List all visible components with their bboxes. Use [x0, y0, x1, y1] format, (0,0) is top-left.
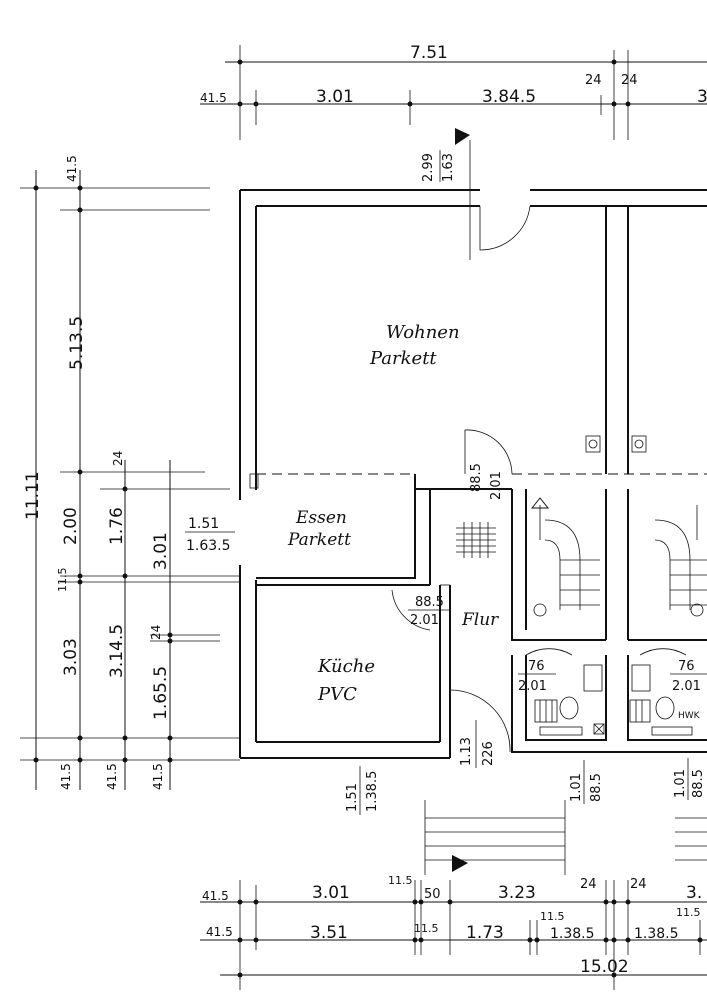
row2-seg3: 1.38.5	[550, 926, 595, 942]
dim-left-bottom-wall-b: 41.5	[105, 763, 119, 790]
essen-win-a: 1.51	[188, 516, 219, 532]
dim-top-w24b: 24	[621, 73, 638, 88]
door-bath2-b: 2.01	[672, 679, 701, 694]
left-dimensions: 11.11 41.5 5.13.5 2.00 1.76 24 3.01 11.5…	[20, 155, 240, 790]
opening-dimensions: 2.99 1.63 1.51 1.63.5 88.5 2.01 88.5 2.0…	[185, 150, 707, 815]
room-essen-floor: Parkett	[287, 530, 351, 550]
row2-w2: 11.5	[540, 910, 565, 923]
row1-seg1: 3.01	[312, 883, 350, 903]
front-steps	[424, 800, 707, 875]
row1-seg2: 3.23	[498, 883, 536, 903]
dim-left-mid-wall: 11.5	[56, 568, 69, 593]
dim-left-total: 11.11	[23, 471, 43, 520]
door-front-b: 226	[481, 741, 496, 766]
dim-left-top-wall: 41.5	[65, 155, 79, 182]
bottom-dimensions: 41.5 3.01 11.5 50 3.23 24 24 3. 41.5 3.5…	[200, 874, 707, 990]
bottom-total: 15.02	[580, 957, 629, 977]
door-wohnen-b: 2.01	[489, 471, 504, 500]
fixtures: HWK	[249, 435, 707, 875]
row2-seg4: 1.38.5	[634, 926, 679, 942]
door-flur-a: 88.5	[415, 595, 444, 610]
dim-left-kueche-h2: 3.14.5	[107, 624, 127, 678]
room-labels: Wohnen Parkett Essen Parkett Küche PVC F…	[287, 322, 499, 705]
dim-left-bottom-wall-a: 41.5	[59, 763, 73, 790]
entry-arrow-icon	[455, 128, 470, 145]
kueche-win-b: 1.38.5	[365, 771, 380, 812]
essen-win-b: 1.63.5	[186, 538, 231, 554]
row1-24a: 24	[580, 877, 597, 892]
room-flur: Flur	[461, 610, 499, 630]
room-wohnen-floor: Parkett	[369, 348, 437, 369]
bottom-entry-arrow-icon	[452, 855, 468, 872]
row1-cut: 3.	[686, 883, 702, 903]
row1-50: 50	[424, 887, 441, 902]
toilet-icon	[559, 696, 579, 720]
bath-win-a: 1.01	[569, 773, 584, 802]
door-front-a: 1.13	[459, 737, 474, 766]
dim-top-left-wall: 41.5	[200, 91, 227, 105]
door-flur-b: 2.01	[410, 613, 439, 628]
flur-tile-grid	[456, 522, 496, 558]
doors	[391, 128, 687, 872]
room-wohnen: Wohnen	[386, 322, 460, 343]
hwk-label: HWK	[678, 711, 701, 721]
stair-newel-icon	[533, 603, 547, 617]
row2-w: 11.5	[414, 922, 439, 935]
walls	[239, 189, 707, 759]
bath-win2-b: 88.5	[691, 769, 706, 798]
entry-dim-b: 1.63	[441, 153, 456, 182]
dim-left-kueche-h: 3.03	[61, 638, 81, 676]
row1-w: 11.5	[388, 874, 413, 887]
door-bath2-a: 76	[678, 659, 695, 674]
door-bath-a: 76	[528, 659, 545, 674]
dim-left-essen-h: 2.00	[61, 507, 81, 545]
row2-seg2: 1.73	[466, 923, 504, 943]
dim-left-essen-total: 3.01	[151, 532, 171, 570]
entry-dim-a: 2.99	[421, 153, 436, 182]
dim-top-w24a: 24	[585, 73, 602, 88]
dim-left-bottom-wall-c: 41.5	[151, 763, 165, 790]
row1-wall: 41.5	[202, 889, 229, 903]
kueche-win-a: 1.51	[345, 783, 360, 812]
top-dimensions: 7.51 41.5 3.01 3.84.5 24 24 3	[200, 43, 707, 140]
bath-win-b: 88.5	[589, 773, 604, 802]
row2-wall: 41.5	[206, 925, 233, 939]
row2-w3: 11.5	[676, 906, 701, 919]
dim-left-w24b: 24	[149, 625, 163, 640]
stairs-left	[530, 497, 600, 617]
dim-top-seg2: 3.84.5	[482, 87, 536, 107]
room-essen: Essen	[295, 508, 347, 528]
dim-left-wohnen-h: 5.13.5	[67, 316, 87, 370]
dim-left-w24: 24	[111, 451, 125, 466]
dim-left-essen-h2: 1.76	[107, 507, 127, 545]
room-kueche: Küche	[317, 656, 375, 677]
door-bath-b: 2.01	[518, 679, 547, 694]
row1-24b: 24	[630, 877, 647, 892]
dim-top-total: 7.51	[410, 43, 448, 63]
row2-seg1: 3.51	[310, 923, 348, 943]
dim-left-kueche-h3: 1.65.5	[151, 666, 171, 720]
room-kueche-floor: PVC	[317, 684, 357, 705]
door-wohnen-a: 88.5	[469, 463, 484, 492]
dim-top-seg1: 3.01	[316, 87, 354, 107]
bath-win2-a: 1.01	[673, 769, 688, 798]
stairs-right	[654, 505, 707, 617]
dim-top-cut: 3	[697, 87, 707, 107]
